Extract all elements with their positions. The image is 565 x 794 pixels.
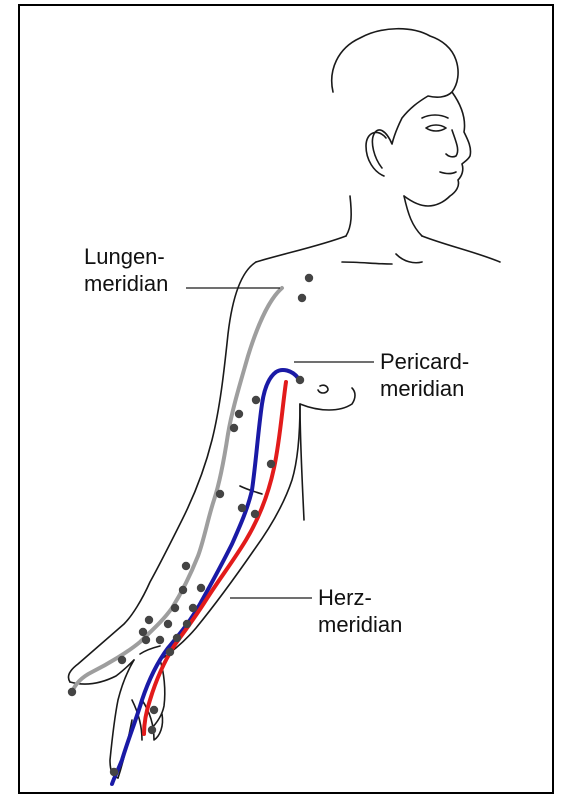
wrist-crease [140,646,160,654]
nipple [318,385,328,393]
acupoint [145,616,153,624]
shoulder-right [422,236,500,262]
nose [446,130,458,157]
acupoint [235,410,243,418]
acupoint [68,688,76,696]
ear [366,132,386,176]
acupoint [150,706,158,714]
neck-left [346,196,351,236]
acupoint [179,586,187,594]
acupoint [164,620,172,628]
acupoint [148,726,156,734]
acupoint [238,504,246,512]
clavicle-2 [396,254,422,263]
acupoint [171,604,179,612]
acupoint [252,396,260,404]
acupoint [251,510,259,518]
eyebrow [422,115,448,118]
heart-meridian-label: Herz- meridian [318,584,402,638]
acupoint [110,768,118,776]
acupoint [118,656,126,664]
acupoints [68,274,313,776]
acupoint [139,628,147,636]
clavicle [342,262,392,264]
acupoint [230,424,238,432]
acupoint [189,604,197,612]
acupoint [142,636,150,644]
shoulder-left [256,236,346,262]
acupoint [296,376,304,384]
heart-meridian-line [144,382,286,734]
mouth [440,172,456,174]
hair-outline [332,29,458,168]
acupoint [216,490,224,498]
acupoint [267,460,275,468]
acupoint [166,648,174,656]
acupoint [305,274,313,282]
acupoint [173,634,181,642]
acupoint [183,620,191,628]
lung-meridian-label: Lungen- meridian [84,243,168,297]
pericard-meridian-label: Pericard- meridian [380,348,469,402]
acupoint [156,636,164,644]
acupoint [182,562,190,570]
acupoint [197,584,205,592]
acupoint [298,294,306,302]
eye [426,125,446,131]
face-outline [404,92,471,206]
torso-side [300,404,304,520]
